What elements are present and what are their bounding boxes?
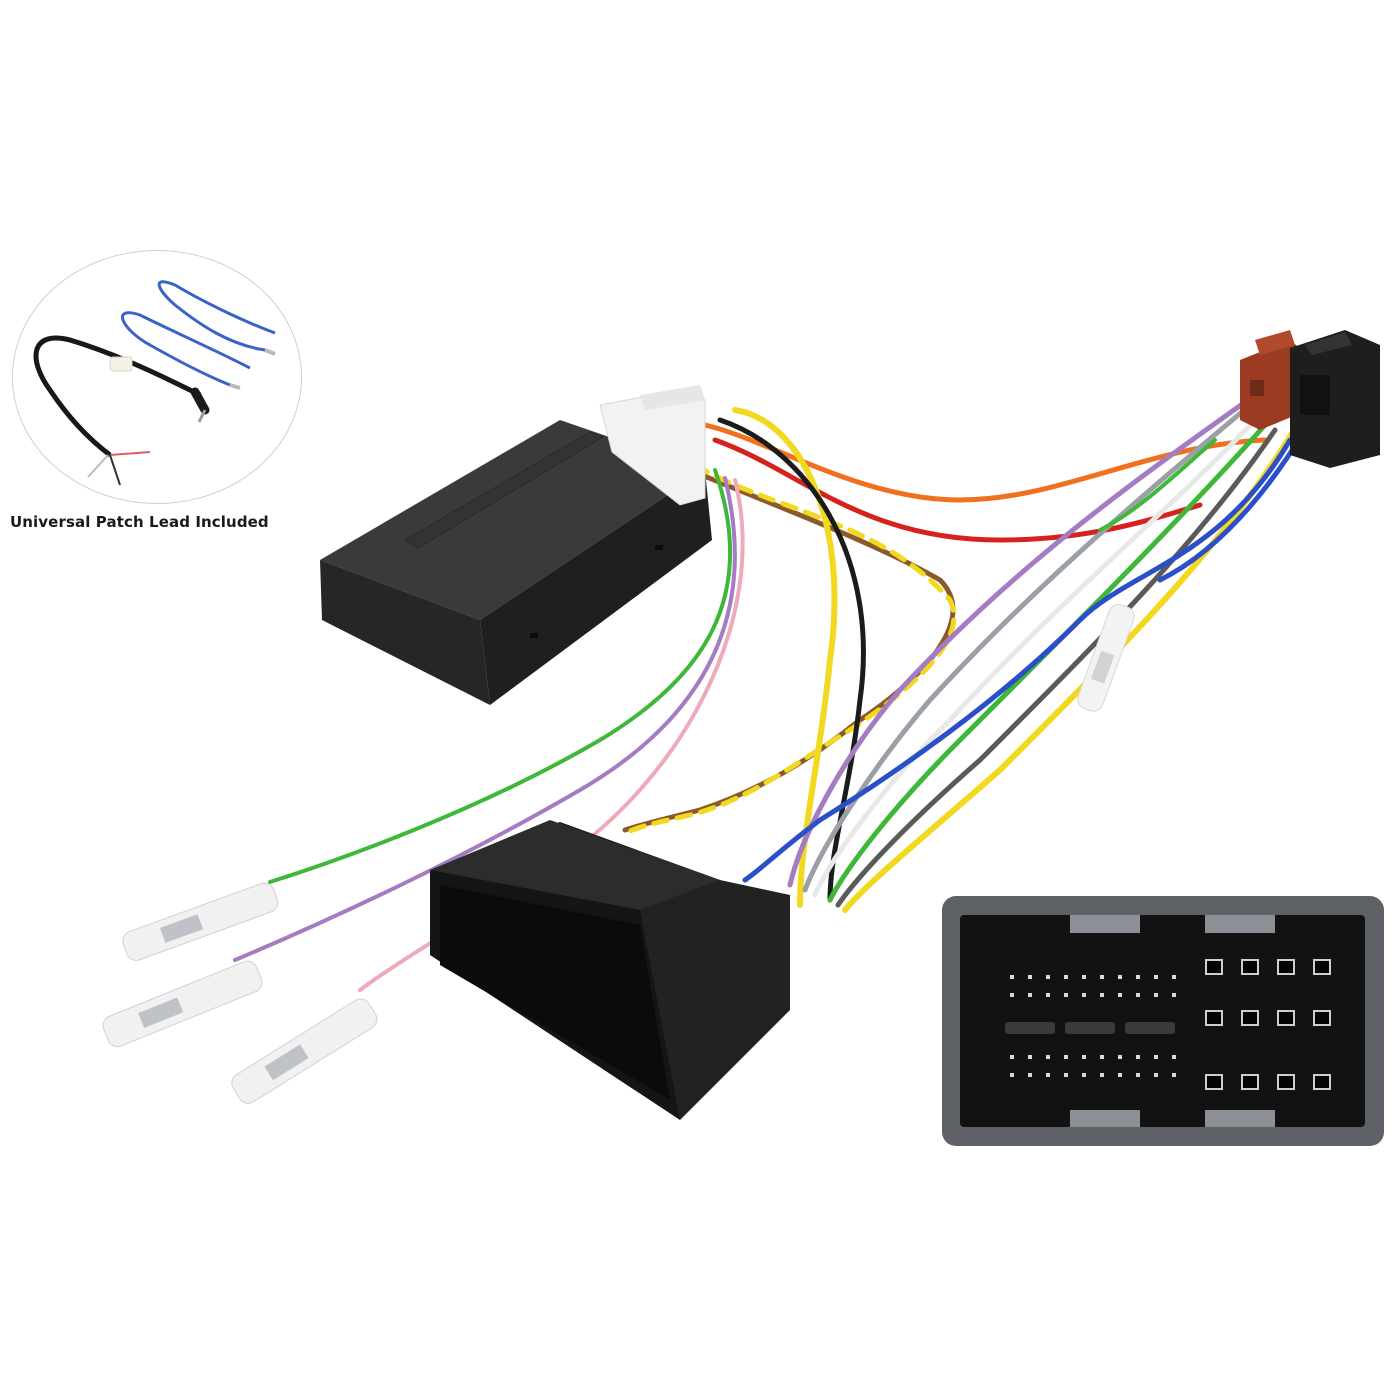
spade-terminals [102, 603, 1135, 1104]
interface-box [320, 420, 712, 705]
small-pins-lower [1010, 1055, 1176, 1077]
white-module-plug [599, 385, 706, 506]
vehicle-connector-face [942, 896, 1384, 1146]
large-terminals [1205, 959, 1331, 1090]
patch-lead-caption: Universal Patch Lead Included [10, 513, 269, 531]
iso-connector-black [1290, 330, 1380, 468]
spade-terminal [102, 960, 263, 1048]
patch-lead-inset [12, 250, 302, 504]
small-pins-upper [1010, 975, 1176, 997]
center-keys [1005, 1022, 1175, 1034]
spade-terminal [122, 882, 279, 961]
patch-lead-items [33, 280, 276, 486]
spade-terminal [1077, 603, 1135, 712]
vehicle-connector [430, 820, 790, 1120]
spade-terminal [231, 998, 378, 1104]
